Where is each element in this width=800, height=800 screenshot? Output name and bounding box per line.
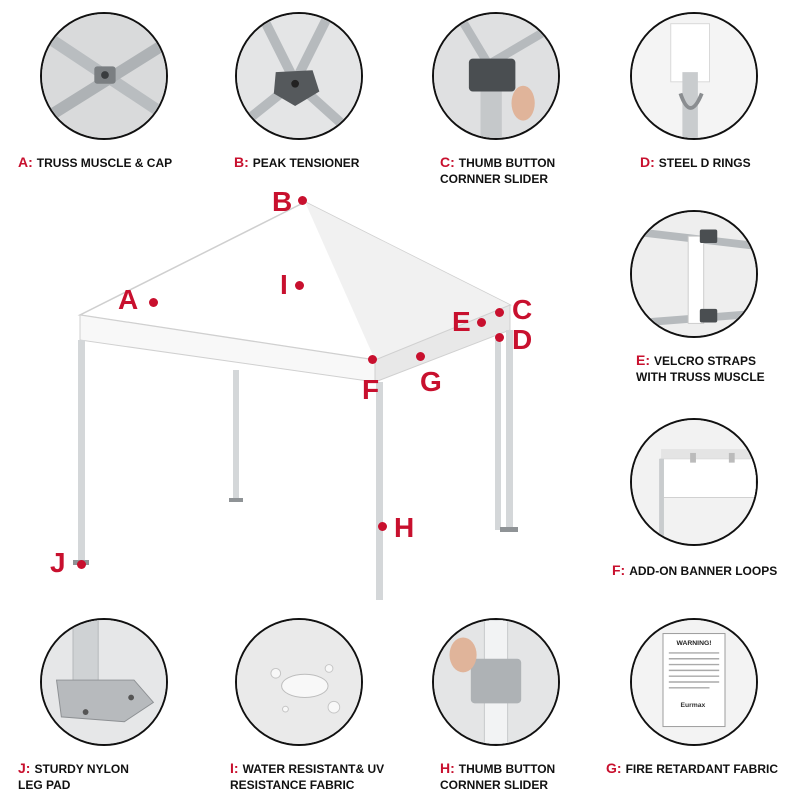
caption-text-line2: CORNNER SLIDER — [440, 172, 549, 186]
callout-dot-e — [477, 318, 486, 327]
thumb-button-slider-illustration — [434, 14, 558, 138]
caption-text-line2: WITH TRUSS MUSCLE — [636, 370, 765, 384]
caption-text: TRUSS MUSCLE & CAP — [36, 156, 173, 170]
warning-heading: WARNING! — [677, 640, 712, 647]
peak-tensioner-illustration — [237, 14, 361, 138]
caption-letter: C: — [440, 154, 455, 170]
caption-i: I:WATER RESISTANT& UV RESISTANCE FABRIC — [230, 760, 384, 793]
callout-dot-c — [495, 308, 504, 317]
velcro-strap-illustration — [632, 212, 756, 336]
caption-letter: B: — [234, 154, 249, 170]
caption-text-line2: LEG PAD — [18, 778, 71, 792]
callout-dot-g — [416, 352, 425, 361]
caption-letter: F: — [612, 562, 626, 578]
callout-letter-h: H — [394, 512, 415, 543]
steel-d-ring-illustration — [632, 14, 756, 138]
callout-letter-d: D — [512, 324, 533, 355]
detail-circle-c — [432, 12, 560, 140]
callout-letter-f: F — [362, 374, 380, 405]
caption-text: THUMB BUTTON — [458, 762, 556, 776]
foot-pad — [500, 527, 518, 532]
callout-dot-a — [149, 298, 158, 307]
caption-a: A:TRUSS MUSCLE & CAP — [18, 154, 172, 171]
back-left-leg — [233, 370, 239, 500]
caption-letter: H: — [440, 760, 455, 776]
truss-muscle-cap-illustration — [42, 14, 166, 138]
callout-dot-f — [368, 355, 377, 364]
caption-letter: A: — [18, 154, 33, 170]
callout-letter-g: G — [420, 366, 442, 397]
caption-letter: I: — [230, 760, 239, 776]
caption-c: C:THUMB BUTTON CORNNER SLIDER — [440, 154, 555, 187]
detail-circle-a — [40, 12, 168, 140]
caption-d: D:STEEL D RINGS — [640, 154, 751, 171]
callout-dot-b — [298, 196, 307, 205]
callout-letter-c: C — [512, 294, 533, 325]
water-resistant-fabric-illustration — [237, 620, 361, 744]
detail-circle-h — [432, 618, 560, 746]
callout-letter-i: I — [280, 269, 288, 300]
canopy-roof-side — [305, 202, 510, 360]
thumb-button-slider-leg-illustration — [434, 620, 558, 744]
detail-circle-f — [630, 418, 758, 546]
canopy-tent-illustration — [73, 201, 518, 600]
caption-g: G:FIRE RETARDANT FABRIC — [606, 760, 778, 777]
foot-pad — [229, 498, 243, 502]
caption-text: ADD-ON BANNER LOOPS — [629, 564, 778, 578]
back-right-leg — [495, 340, 501, 530]
banner-loops-illustration — [632, 420, 756, 544]
caption-h: H:THUMB BUTTON CORNNER SLIDER — [440, 760, 555, 793]
callout-letter-a: A — [118, 284, 139, 315]
detail-circle-g: WARNING! Eurmax — [630, 618, 758, 746]
caption-text-line2: RESISTANCE FABRIC — [230, 778, 355, 792]
fire-retardant-label-illustration: WARNING! Eurmax — [632, 620, 756, 744]
caption-j: J:STURDY NYLON LEG PAD — [18, 760, 129, 793]
detail-circle-d — [630, 12, 758, 140]
caption-letter: J: — [18, 760, 31, 776]
right-corner-leg — [506, 330, 513, 530]
nylon-leg-pad-illustration — [42, 620, 166, 744]
caption-b: B:PEAK TENSIONER — [234, 154, 359, 171]
callout-letter-b: B — [272, 186, 293, 217]
caption-e: E: VELCRO STRAPS WITH TRUSS MUSCLE — [636, 352, 765, 385]
caption-text-line2: CORNNER SLIDER — [440, 778, 549, 792]
caption-text: VELCRO STRAPS — [654, 354, 757, 368]
caption-text: STEEL D RINGS — [658, 156, 751, 170]
detail-circle-e — [630, 210, 758, 338]
caption-text: STURDY NYLON — [34, 762, 129, 776]
caption-letter: E: — [636, 352, 650, 368]
caption-text: WATER RESISTANT& UV — [242, 762, 385, 776]
callout-letter-e: E — [452, 306, 471, 337]
callout-letter-j: J — [50, 547, 66, 578]
brand-logo: Eurmax — [680, 702, 705, 709]
caption-text: FIRE RETARDANT FABRIC — [625, 762, 778, 776]
caption-f: F:ADD-ON BANNER LOOPS — [612, 562, 777, 579]
caption-letter: D: — [640, 154, 655, 170]
callout-dot-d — [495, 333, 504, 342]
front-left-leg — [78, 340, 85, 565]
caption-text: THUMB BUTTON — [458, 156, 556, 170]
detail-circle-j — [40, 618, 168, 746]
caption-text: PEAK TENSIONER — [252, 156, 360, 170]
callout-dot-j — [77, 560, 86, 569]
front-right-leg — [376, 382, 383, 600]
caption-letter: G: — [606, 760, 622, 776]
detail-circle-i — [235, 618, 363, 746]
callout-dot-i — [295, 281, 304, 290]
detail-circle-b — [235, 12, 363, 140]
callout-dot-h — [378, 522, 387, 531]
